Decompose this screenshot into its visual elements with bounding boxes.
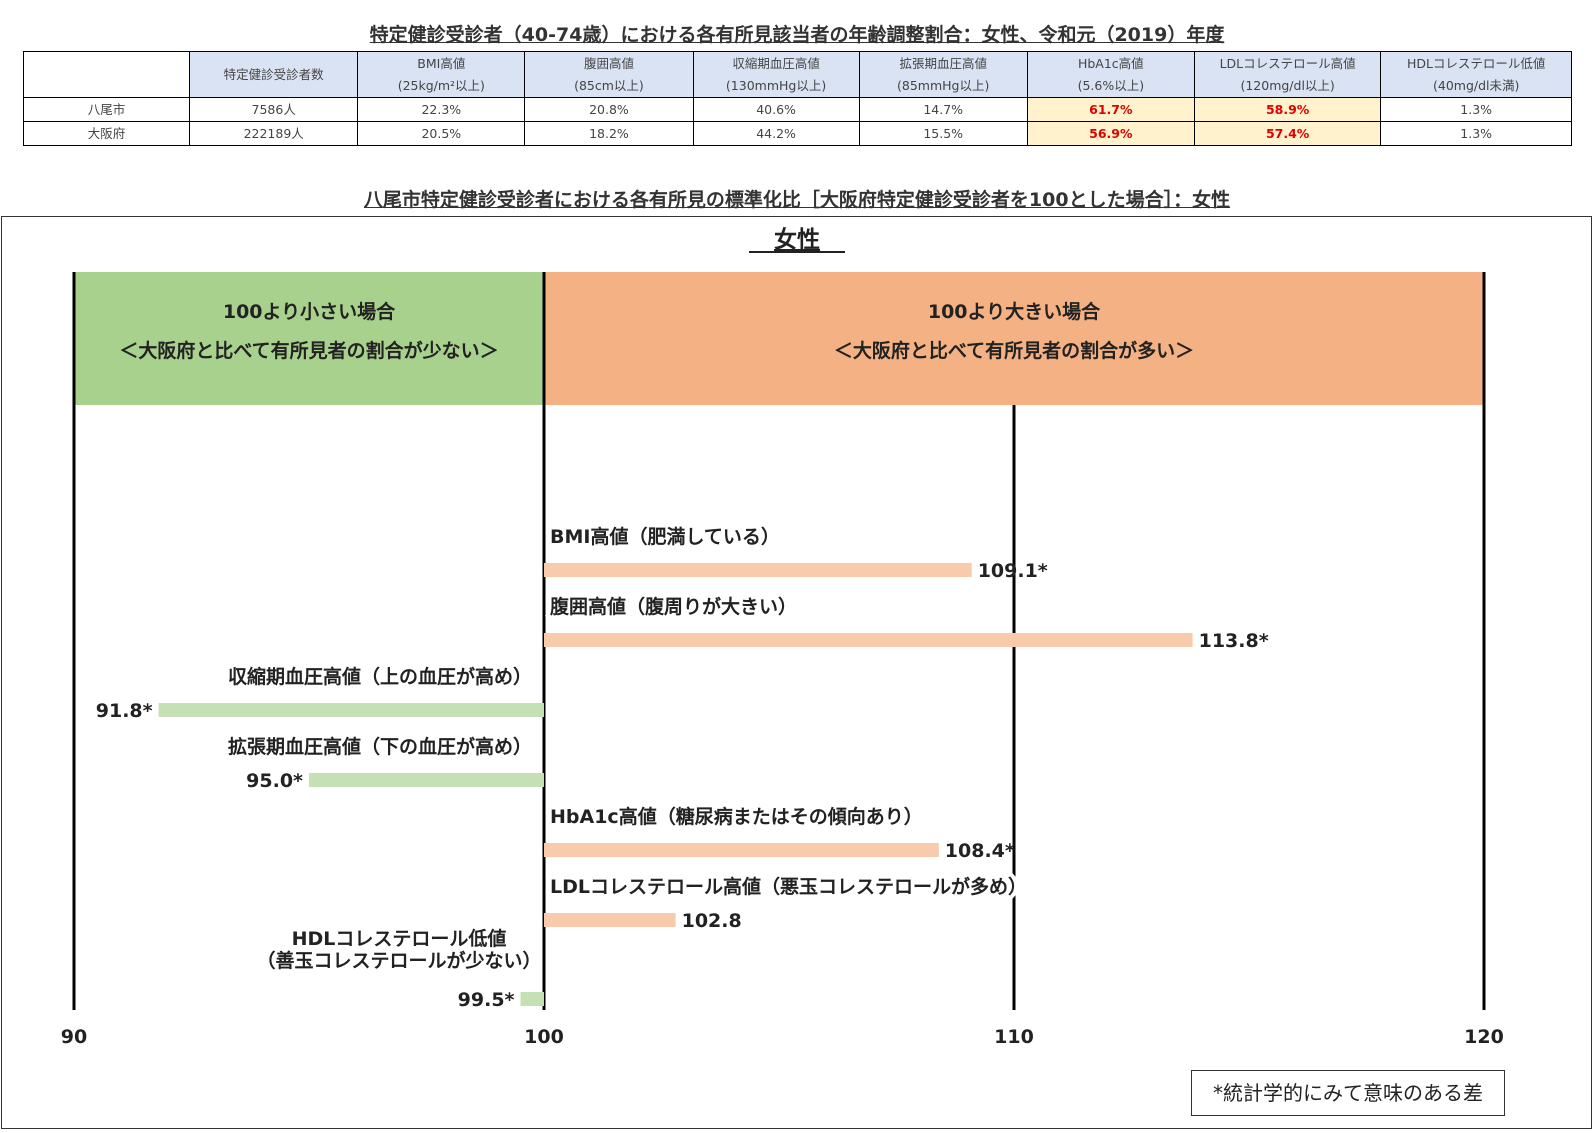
category-label: 収縮期血圧高値（上の血圧が高め） (228, 665, 532, 688)
bar-6 (520, 992, 544, 1006)
table-cell: 15.5% (858, 121, 1028, 146)
chart-frame (1, 216, 1592, 1129)
x-tick-label: 110 (994, 1026, 1034, 1048)
table-cell-highlight: 56.9% (1026, 121, 1195, 146)
table-cell: 20.8% (524, 97, 694, 122)
table-header-row: 特定健診受診者数 BMI高値(25kg/m²以上) 腹囲高値(85cm以上) 収… (22, 51, 1572, 98)
table-title: 特定健診受診者（40-74歳）における各有所見該当者の年齢調整割合：女性、令和元… (369, 24, 1225, 46)
category-label: （善玉コレステロールが少ない） (256, 949, 541, 972)
bar-0 (544, 563, 972, 577)
value-label: 99.5* (458, 989, 515, 1011)
row-label: 大阪府 (22, 121, 191, 146)
bar-5 (544, 913, 676, 927)
x-tick-label: 90 (61, 1026, 87, 1048)
zone-below-subtitle: ＜大阪府と比べて有所見者の割合が少ない＞ (119, 339, 498, 362)
value-label: 91.8* (96, 700, 153, 722)
table-cell: 1.3% (1380, 121, 1572, 146)
x-tick-label: 120 (1464, 1026, 1504, 1048)
header-hdl: HDLコレステロール低値(40mg/dl未満) (1380, 51, 1572, 98)
table-cell: 222189人 (189, 121, 359, 146)
zone-below-title: 100より小さい場合 (223, 300, 396, 323)
table-cell: 18.2% (524, 121, 694, 146)
bar-2 (158, 703, 544, 717)
bar-4 (544, 843, 939, 857)
zone-below-box (74, 272, 544, 405)
value-label: 109.1* (978, 560, 1048, 582)
category-label: HbA1c高値（糖尿病またはその傾向あり） (550, 805, 923, 828)
table-cell-highlight: 57.4% (1193, 121, 1382, 146)
category-label: LDLコレステロール高値（悪玉コレステロールが多め） (550, 875, 1027, 898)
table-row: 八尾市 7586人 22.3% 20.8% 40.6% 14.7% 61.7% … (22, 97, 1572, 122)
category-label: 腹囲高値（腹周りが大きい） (549, 595, 797, 618)
value-label: 108.4* (945, 840, 1015, 862)
bar-1 (544, 633, 1193, 647)
table-cell: 44.2% (692, 121, 860, 146)
zone-above-box (544, 272, 1484, 405)
header-examinees: 特定健診受診者数 (189, 51, 359, 98)
table-cell: 1.3% (1380, 97, 1572, 122)
header-hba1c: HbA1c高値(5.6%以上) (1026, 51, 1195, 98)
chart-title: 女性 (774, 226, 820, 253)
footnote-box: *統計学的にみて意味のある差 (1191, 1070, 1505, 1116)
header-ldl: LDLコレステロール高値(120mg/dl以上) (1193, 51, 1382, 98)
header-waist: 腹囲高値(85cm以上) (524, 51, 694, 98)
header-diastolic: 拡張期血圧高値(85mmHg以上) (858, 51, 1028, 98)
prevalence-table: 特定健診受診者数 BMI高値(25kg/m²以上) 腹囲高値(85cm以上) 収… (22, 51, 1572, 146)
table-cell: 22.3% (357, 97, 526, 122)
zone-above-title: 100より大きい場合 (928, 300, 1101, 323)
category-label: HDLコレステロール低値 (292, 927, 507, 950)
value-label: 113.8* (1199, 630, 1269, 652)
bar-3 (309, 773, 544, 787)
table-cell: 20.5% (357, 121, 526, 146)
chart-section-title: 八尾市特定健診受診者における各有所見の標準化比［大阪府特定健診受診者を100とし… (363, 189, 1231, 211)
table-cell: 40.6% (692, 97, 860, 122)
table-cell: 7586人 (189, 97, 359, 122)
table-cell-highlight: 58.9% (1193, 97, 1382, 122)
category-label: 拡張期血圧高値（下の血圧が高め） (228, 735, 532, 758)
table-row: 大阪府 222189人 20.5% 18.2% 44.2% 15.5% 56.9… (22, 121, 1572, 146)
category-label: BMI高値（肥満している） (550, 525, 780, 548)
header-systolic: 収縮期血圧高値(130mmHg以上) (692, 51, 860, 98)
value-label: 102.8 (682, 910, 742, 932)
value-label: 95.0* (246, 770, 303, 792)
zone-above-subtitle: ＜大阪府と比べて有所見者の割合が多い＞ (834, 339, 1194, 362)
x-tick-label: 100 (524, 1026, 564, 1048)
